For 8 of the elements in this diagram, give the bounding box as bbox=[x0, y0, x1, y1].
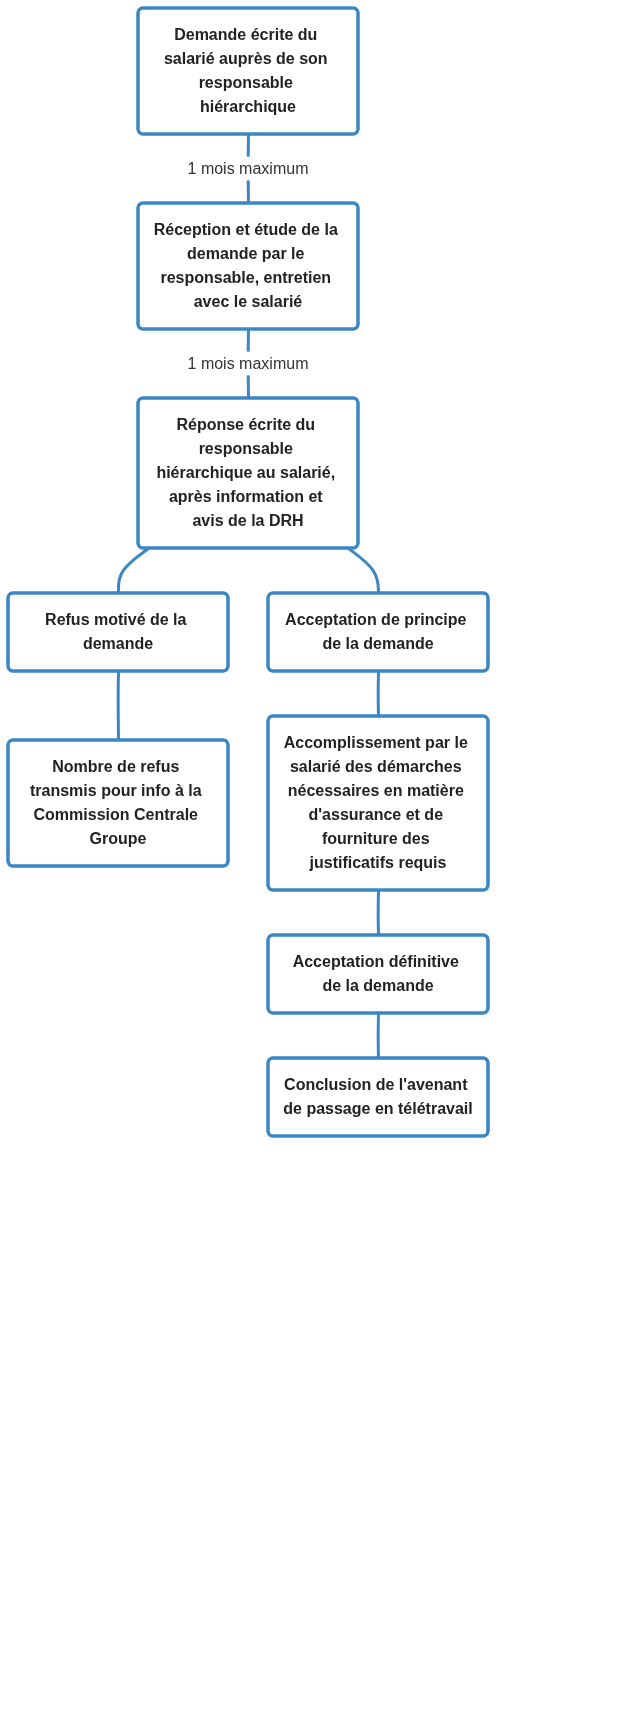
edge-label: 1 mois maximum bbox=[187, 354, 309, 372]
edge-label: 1 mois maximum bbox=[187, 159, 309, 177]
connector bbox=[116, 547, 150, 594]
connector bbox=[376, 890, 380, 936]
connector bbox=[376, 671, 380, 717]
connector bbox=[116, 671, 120, 741]
connector bbox=[376, 1013, 380, 1059]
connector bbox=[347, 547, 380, 594]
